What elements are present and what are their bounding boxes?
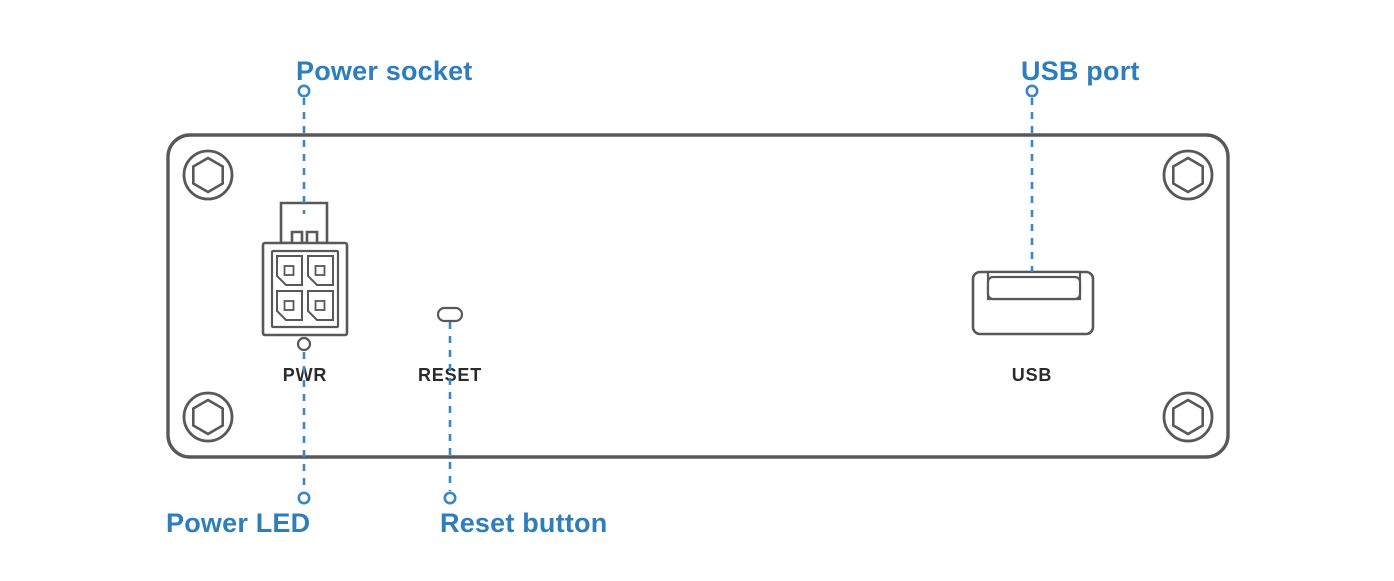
power-socket-pin-2-hole xyxy=(314,265,326,276)
screw-top-right xyxy=(1162,149,1214,201)
panel-outline xyxy=(166,133,1230,459)
callout-usb-port-dot xyxy=(1025,84,1039,98)
reset-button-hole[interactable] xyxy=(436,306,464,323)
hex-socket-icon xyxy=(192,398,224,436)
callout-reset-button: Reset button xyxy=(440,322,607,538)
callout-power-socket: Power socket xyxy=(296,56,472,214)
screw-bottom-right xyxy=(1162,391,1214,443)
silkscreen-label-pwr: PWR xyxy=(283,365,327,385)
callout-usb-port-label: USB port xyxy=(1021,56,1140,86)
usb-port-tongue-inner xyxy=(986,275,1082,301)
power-socket-connector[interactable] xyxy=(261,201,349,337)
callout-power-led-dot xyxy=(297,491,311,505)
power-socket-latch xyxy=(279,201,329,245)
callout-usb-port: USB port xyxy=(1021,56,1140,272)
power-socket-pin-1-hole xyxy=(283,265,295,276)
silkscreen-label-reset: RESET xyxy=(418,365,482,385)
hex-socket-icon xyxy=(192,156,224,194)
hex-socket-icon xyxy=(1172,156,1204,194)
screw-top-left xyxy=(182,149,234,201)
power-socket-pin-4-hole xyxy=(314,300,326,311)
panel-body xyxy=(166,133,1230,459)
callout-power-socket-dot xyxy=(297,84,311,98)
power-socket-pin-3-hole xyxy=(283,300,295,311)
silkscreen-label-usb: USB xyxy=(1012,365,1052,385)
callout-reset-button-label: Reset button xyxy=(440,508,607,538)
callout-power-led: Power LED xyxy=(166,352,311,538)
power-led-indicator xyxy=(296,336,312,352)
callout-reset-button-dot xyxy=(443,491,457,505)
screw-bottom-left xyxy=(182,391,234,443)
callout-power-socket-label: Power socket xyxy=(296,56,472,86)
callout-power-led-label: Power LED xyxy=(166,508,310,538)
usb-port-connector[interactable] xyxy=(971,270,1095,336)
hex-socket-icon xyxy=(1172,398,1204,436)
